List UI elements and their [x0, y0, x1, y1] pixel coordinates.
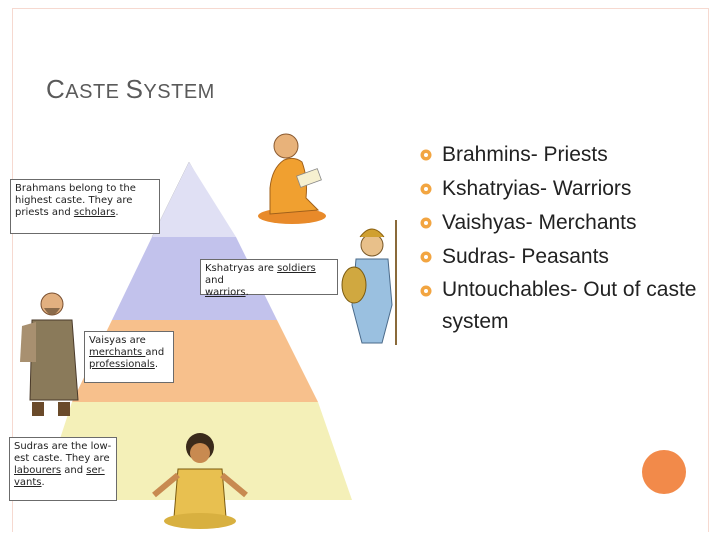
bullet-item: Untouchables- Out of caste system: [420, 274, 710, 338]
bullet-text: Sudras- Peasants: [442, 245, 609, 268]
warrior-figure: [341, 220, 397, 345]
sudra-figure: [152, 433, 248, 529]
slide-title: CASTE SYSTEM: [46, 74, 215, 104]
pyramid-tier-kshatriyas: [112, 237, 277, 320]
gear-bullet-icon: [420, 285, 432, 297]
note-brahmins: Brahmans belong to the highest caste. Th…: [10, 179, 160, 234]
frame-line-left: [12, 8, 13, 532]
bullet-item: Vaishyas- Merchants: [420, 206, 710, 240]
bullet-text: Vaishyas- Merchants: [442, 211, 637, 234]
pyramid-tier-brahmins-fill: [152, 162, 236, 237]
gear-bullet-icon: [420, 217, 432, 229]
bullet-list: Brahmins- Priests Kshatryias- Warriors V…: [420, 138, 710, 338]
gear-bullet-icon: [420, 251, 432, 263]
bullet-item: Sudras- Peasants: [420, 240, 710, 274]
note-vaisyas: Vaisyas are merchants and professionals.: [84, 331, 174, 383]
decorative-orange-circle: [642, 450, 686, 494]
bullet-item: Kshatryias- Warriors: [420, 172, 710, 206]
bullet-text: Kshatryias- Warriors: [442, 177, 632, 200]
note-sudras: Sudras are the low- est caste. They are …: [9, 437, 117, 501]
gear-bullet-icon: [420, 183, 432, 195]
note-kshatriyas: Kshatryas are soldiers and warriors.: [200, 259, 338, 298]
gear-bullet-icon: [420, 149, 432, 161]
frame-line-right: [708, 8, 709, 532]
bullet-text: Untouchables- Out of caste system: [442, 278, 697, 333]
merchant-figure: [20, 292, 79, 416]
brahmin-figure: [258, 133, 326, 224]
bullet-item: Brahmins- Priests: [420, 138, 710, 172]
frame-line-top: [12, 8, 708, 9]
bullet-text: Brahmins- Priests: [442, 143, 608, 166]
